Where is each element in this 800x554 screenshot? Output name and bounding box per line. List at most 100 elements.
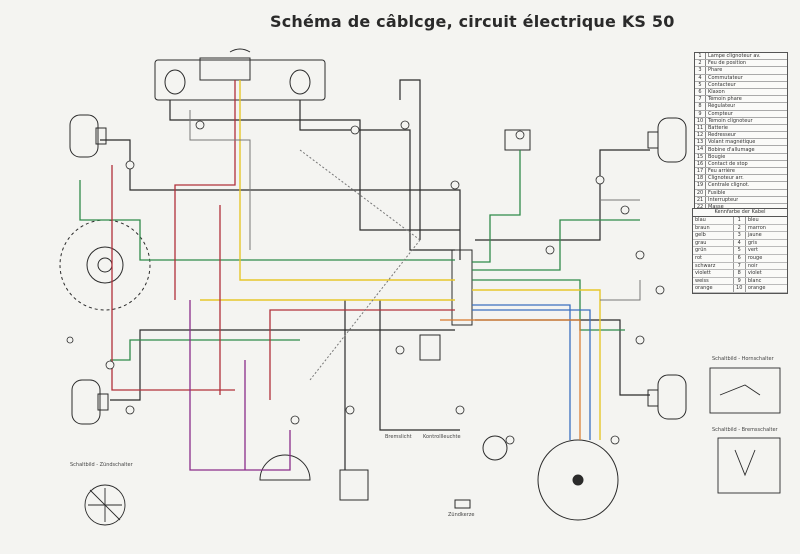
legend-label: Bougie: [708, 153, 726, 160]
cable-color-de: braun: [693, 224, 734, 232]
legend-number: 1: [695, 53, 706, 60]
cable-color-de: gelb: [693, 232, 734, 239]
cable-color-fr: blanc: [747, 277, 762, 284]
cable-color-de: violett: [693, 270, 734, 277]
harness-purple: [189, 300, 291, 471]
horn-switch-caption: Schaltbild - Hornschalter: [712, 356, 774, 362]
legend-number: 4: [695, 74, 706, 81]
legend-label: Lampe clignoteur av.: [708, 53, 761, 60]
spark-plug-label: Zündkerze: [448, 512, 475, 518]
legend-label: Bobine d'allumage: [708, 146, 755, 153]
cable-color-fr: marron: [747, 224, 766, 231]
harness-blue: [472, 304, 591, 440]
legend-label: Contacteur: [708, 81, 736, 88]
magneto: [537, 439, 619, 521]
cable-color-index: 3: [734, 232, 746, 239]
cable-color-de: grün: [693, 247, 734, 254]
legend-number: 13: [695, 139, 706, 146]
legend-number: 3: [695, 67, 706, 74]
cable-color-fr: vert: [747, 247, 758, 254]
legend-label: Commutateur: [708, 74, 743, 81]
legend-label: Contact de stop: [708, 160, 748, 167]
legend-label: Batterie: [708, 124, 729, 131]
cable-color-fr: noir: [747, 262, 758, 269]
legend-number: 21: [695, 196, 706, 203]
harness-orange: [440, 319, 581, 440]
headlight: [59, 219, 151, 311]
cable-color-fr: jaune: [747, 232, 762, 239]
brake-switch-diagram: [717, 437, 781, 494]
harness-black: [100, 79, 650, 470]
cable-color-fr: rouge: [747, 254, 763, 261]
cable-color-de: blau: [693, 217, 734, 224]
legend-label: Témoin phare: [708, 96, 742, 103]
legend-label: Clignoteur arr.: [708, 175, 744, 182]
cable-color-de: schwarz: [693, 262, 734, 270]
indicator-light-label: Kontrollleuchte: [423, 434, 461, 440]
legend-label: Feu arrière: [708, 168, 736, 175]
legend-label: Compteur: [708, 110, 733, 117]
legend-number: 20: [695, 189, 706, 196]
ignition-coil: [339, 435, 508, 509]
legend-label: Régulateur: [708, 103, 736, 110]
legend-number: 12: [695, 132, 706, 139]
legend-number: 15: [695, 153, 706, 160]
legend-label: Volant magnétique: [708, 139, 756, 146]
cable-color-index: 2: [734, 224, 746, 232]
cable-color-de: weiss: [693, 277, 734, 285]
cable-color-index: 4: [734, 239, 746, 247]
turn-signal-front-right: [647, 117, 687, 163]
cable-color-index: 8: [734, 270, 746, 277]
cable-color-fr: orange: [747, 285, 766, 292]
legend-label: Klaxon: [708, 89, 725, 96]
cable-color-fr: violet: [747, 270, 762, 277]
legend-number: 2: [695, 60, 706, 67]
legend-number: 8: [695, 103, 706, 110]
legend-number: 14: [695, 146, 706, 153]
turn-signal-rear-right: [647, 374, 687, 420]
legend-number: 16: [695, 160, 706, 167]
cable-color-index: 10: [734, 285, 746, 292]
brake-light-label: Bremslicht: [385, 434, 412, 440]
harness-green: [79, 150, 640, 361]
harness-yellow: [200, 80, 601, 440]
cable-color-fr: bleu: [747, 217, 759, 223]
legend-number: 6: [695, 88, 706, 96]
cable-color-de: rot: [693, 254, 734, 262]
harness-red: [111, 80, 455, 400]
legend-number: 19: [695, 182, 706, 189]
horn: [259, 454, 311, 481]
cable-color-table-header: Kennfarbe der Kabel: [693, 209, 787, 217]
cable-color-index: 5: [734, 247, 746, 254]
cable-color-index: 7: [734, 262, 746, 270]
legend-label: Phare: [708, 67, 723, 74]
central-connector: [419, 129, 531, 361]
callout-markers: [66, 120, 665, 445]
legend-label: Feu de position: [708, 60, 747, 67]
